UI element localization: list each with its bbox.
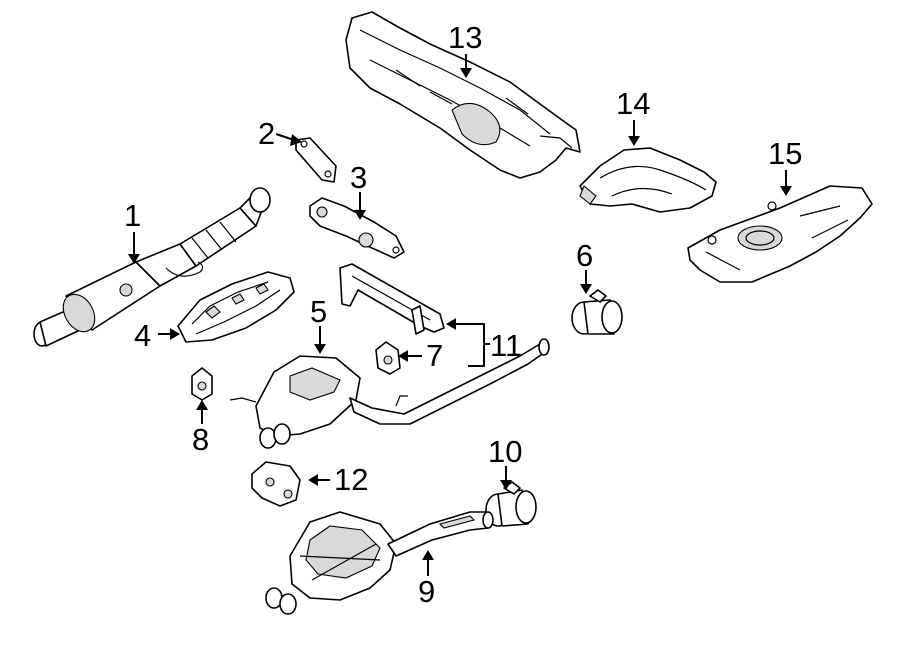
part-3-bracket bbox=[309, 197, 405, 259]
callout-8: 8 bbox=[192, 422, 209, 457]
part-12-bracket bbox=[251, 461, 301, 507]
callout-3: 3 bbox=[350, 160, 367, 195]
part-13-heat-shield bbox=[345, 11, 581, 179]
callout-11: 11 bbox=[490, 328, 522, 363]
part-7-hanger bbox=[375, 341, 401, 375]
callout-12: 12 bbox=[334, 462, 368, 497]
part-9-rear-muffler bbox=[265, 511, 494, 615]
callout-labels: 1 2 3 4 5 6 7 8 9 10 11 12 13 14 15 bbox=[124, 20, 802, 609]
callout-14: 14 bbox=[616, 86, 650, 121]
part-8-hanger bbox=[191, 367, 213, 401]
part-2-gasket bbox=[295, 137, 337, 183]
callout-6: 6 bbox=[576, 238, 593, 273]
part-5-center-muffler bbox=[229, 338, 550, 449]
callout-9: 9 bbox=[418, 574, 435, 609]
callout-1: 1 bbox=[124, 198, 141, 233]
callout-7: 7 bbox=[426, 338, 443, 373]
callout-10: 10 bbox=[488, 434, 522, 469]
part-14-heat-shield bbox=[579, 147, 717, 213]
leader-lines bbox=[128, 54, 792, 576]
part-6-clamp bbox=[571, 289, 623, 335]
callout-2: 2 bbox=[258, 116, 275, 151]
callout-4: 4 bbox=[134, 318, 151, 353]
callout-15: 15 bbox=[768, 136, 802, 171]
callout-5: 5 bbox=[310, 294, 327, 329]
part-15-underbody-shield bbox=[687, 185, 873, 283]
callout-13: 13 bbox=[448, 20, 482, 55]
part-10-clamp bbox=[485, 481, 537, 527]
part-1-catalytic-converter bbox=[33, 187, 271, 347]
part-4-heat-shield bbox=[177, 271, 295, 343]
part-11-mounting-bracket bbox=[339, 263, 445, 335]
